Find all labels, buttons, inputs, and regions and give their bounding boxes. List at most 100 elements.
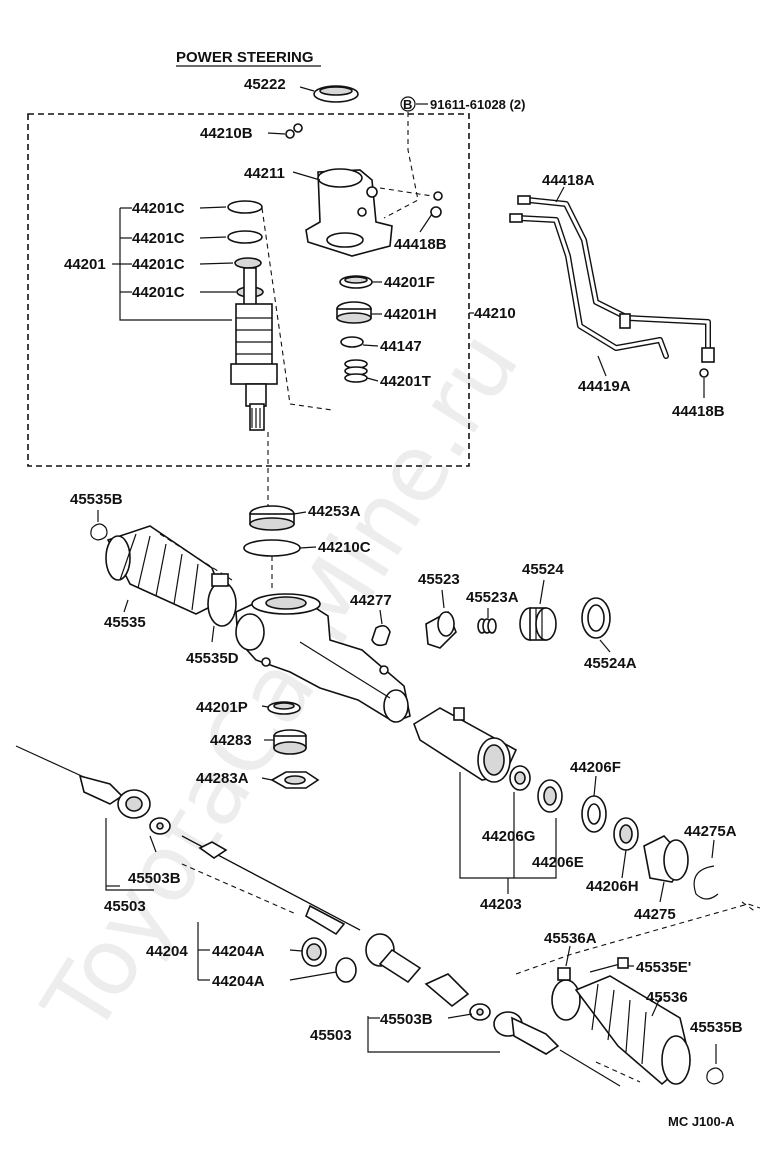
- label-44206F: 44206F: [570, 759, 621, 776]
- spring-45523A: [477, 618, 497, 634]
- label-44210: 44210: [474, 305, 516, 322]
- label-44201C-1: 44201C: [132, 200, 185, 217]
- spring-44201T: [344, 359, 368, 383]
- label-45503-bottom: 45503: [310, 1027, 352, 1044]
- label-44201: 44201: [64, 256, 106, 273]
- watermark: ToyotaCarMine.ru: [22, 313, 539, 1052]
- label-45536: 45536: [646, 989, 688, 1006]
- label-45535B-top: 45535B: [70, 491, 123, 508]
- bushing-44204A-2: [335, 957, 357, 983]
- ring-44201F: [339, 275, 373, 289]
- label-44201F: 44201F: [384, 274, 435, 291]
- clamp-45535D: [207, 573, 237, 627]
- bushing-44204A-1: [301, 937, 327, 967]
- plug-44283: [273, 729, 307, 755]
- label-44210C: 44210C: [318, 539, 371, 556]
- snap-ring-44147: [340, 336, 364, 348]
- label-45503B-left: 45503B: [128, 870, 181, 887]
- locknut-45524A: [581, 597, 611, 639]
- bolt-ref-letter: B: [403, 97, 412, 112]
- oil-seal-44206F: [581, 795, 607, 833]
- bearing-44253A: [249, 505, 295, 531]
- label-44418B-top: 44418B: [394, 236, 447, 253]
- tie-rod-end-right-45503: [493, 1011, 621, 1087]
- clip-45535B-bottom: [706, 1044, 724, 1085]
- oil-seal-44201P: [267, 701, 301, 715]
- valve-assembly-box: [27, 113, 470, 467]
- washer-45503B-left: [149, 817, 171, 835]
- valve-housing-44211: [305, 168, 393, 257]
- label-44283: 44283: [210, 732, 252, 749]
- label-44283A: 44283A: [196, 770, 249, 787]
- diagram-code: MC J100-A: [668, 1114, 735, 1129]
- label-44201C-2: 44201C: [132, 230, 185, 247]
- label-45222: 45222: [244, 76, 286, 93]
- union-bolt-bottom: [430, 206, 442, 218]
- oring-44210C: [243, 539, 301, 557]
- rack-guide-45523: [425, 610, 457, 649]
- label-44419A: 44419A: [578, 378, 631, 395]
- label-44418B-right: 44418B: [672, 403, 725, 420]
- label-91611: 91611-61028 (2): [430, 97, 525, 112]
- label-44418A: 44418A: [542, 172, 595, 189]
- union-bolt-44418B: [699, 368, 709, 378]
- diagram-title: POWER STEERING: [176, 49, 314, 66]
- part-44277: [371, 624, 391, 647]
- plug-45524: [519, 607, 557, 641]
- label-45535: 45535: [104, 614, 146, 631]
- label-44275: 44275: [634, 906, 676, 923]
- clamp-45536A: [551, 967, 581, 1021]
- label-44206H: 44206H: [586, 878, 639, 895]
- bolt-ref-circle: [400, 96, 416, 112]
- cylinder-tube: [413, 707, 518, 783]
- label-44206G: 44206G: [482, 828, 535, 845]
- snap-ring-44275A: [693, 865, 719, 900]
- label-45535E: 45535E': [636, 959, 691, 976]
- bearing-44201H: [336, 301, 372, 324]
- label-45535D: 45535D: [186, 650, 239, 667]
- label-45536A: 45536A: [544, 930, 597, 947]
- label-44201P: 44201P: [196, 699, 248, 716]
- label-44204: 44204: [146, 943, 188, 960]
- label-44147: 44147: [380, 338, 422, 355]
- label-44277: 44277: [350, 592, 392, 609]
- label-45523: 45523: [418, 571, 460, 588]
- label-45535B-bottom: 45535B: [690, 1019, 743, 1036]
- label-44204A-2: 44204A: [212, 973, 265, 990]
- seal-44206E: [537, 779, 563, 813]
- nut-44210B: [285, 123, 303, 139]
- locknut-44283A: [270, 771, 320, 789]
- label-45523A: 45523A: [466, 589, 519, 606]
- label-45503-left: 45503: [104, 898, 146, 915]
- label-44253A: 44253A: [308, 503, 361, 520]
- tie-rod-end-left-45503: [15, 745, 151, 819]
- label-44211: 44211: [244, 165, 285, 182]
- label-45503B-bottom: 45503B: [380, 1011, 433, 1028]
- label-44201C-4: 44201C: [132, 284, 185, 301]
- steering-rack-44204: [181, 835, 470, 1008]
- dust-seal-45222: [313, 85, 359, 103]
- label-44275A: 44275A: [684, 823, 737, 840]
- label-44203: 44203: [480, 896, 522, 913]
- label-44201T: 44201T: [380, 373, 431, 390]
- bolt-45535E: [589, 957, 629, 973]
- pressure-tubes: [509, 195, 715, 363]
- label-44210B: 44210B: [200, 125, 253, 142]
- label-45524A: 45524A: [584, 655, 637, 672]
- clip-45535B-top: [90, 510, 108, 541]
- label-44206E: 44206E: [532, 854, 584, 871]
- label-44201H: 44201H: [384, 306, 437, 323]
- control-valve-shaft-44201: [230, 267, 278, 431]
- label-44204A-1: 44204A: [212, 943, 265, 960]
- union-bolt-top: [433, 191, 443, 201]
- label-45524: 45524: [522, 561, 564, 578]
- washer-45503B-bottom: [469, 1003, 491, 1021]
- boot-45536: [574, 975, 691, 1086]
- gear-housing: [235, 593, 411, 723]
- part-labels: 45222 91611-61028 (2) 44210B 44211 44201…: [64, 76, 743, 1129]
- end-stopper-44275: [643, 835, 689, 883]
- boot-45535: [105, 525, 226, 615]
- label-44201C-3: 44201C: [132, 256, 185, 273]
- bushing-44206H: [613, 817, 639, 851]
